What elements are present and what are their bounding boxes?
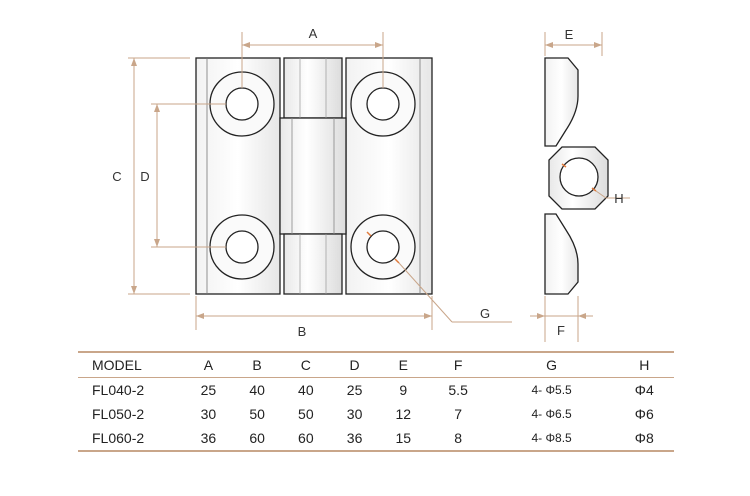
dimension-lines: [128, 32, 512, 330]
mounting-hole-top-right: [350, 71, 416, 137]
dim-label-d: D: [140, 169, 149, 184]
dim-label-b: B: [298, 324, 307, 339]
cell-model: FL060-2: [92, 430, 145, 446]
cell-c: 50: [298, 406, 314, 422]
cell-b: 40: [249, 382, 265, 398]
dimension-arrows: [131, 42, 432, 319]
knuckle-middle: [279, 117, 347, 235]
mounting-hole-top-left: [209, 71, 275, 137]
dim-label-g: G: [480, 306, 490, 321]
col-header-g: G: [546, 357, 558, 373]
knuckle-top: [283, 57, 343, 119]
cell-d: 30: [346, 406, 363, 422]
col-header-f: F: [453, 357, 463, 373]
cell-c: 40: [298, 382, 314, 398]
side-leaf-upper: [544, 57, 579, 147]
pin-h-marker: [561, 163, 597, 192]
hole-g-marker: [366, 231, 400, 264]
cell-f: 7: [454, 406, 463, 422]
side-pin: [559, 157, 599, 197]
cell-model: FL050-2: [92, 406, 145, 422]
cell-model: FL040-2: [92, 382, 145, 398]
dim-label-a: A: [309, 26, 318, 41]
table-row: FL060-2 36 60 60 36 15 8 4- Φ8.5 Φ8: [78, 426, 674, 451]
dim-label-e: E: [565, 27, 574, 42]
cell-c: 60: [298, 430, 314, 446]
cell-e: 9: [399, 382, 408, 398]
cell-d: 36: [346, 430, 363, 446]
cell-h: Φ4: [634, 382, 654, 398]
col-header-b: B: [252, 357, 262, 373]
col-header-a: A: [203, 357, 214, 373]
knuckle-bottom: [283, 233, 343, 295]
cell-h: Φ8: [634, 430, 654, 446]
hinge-technical-drawing: A B C D G E F H: [112, 26, 630, 342]
cell-a: 25: [200, 382, 217, 398]
col-header-d: D: [349, 357, 360, 373]
dim-label-c: C: [112, 169, 121, 184]
side-leaf-lower: [544, 213, 579, 295]
hinge-front-view: [195, 57, 433, 295]
cell-d: 25: [346, 382, 363, 398]
hinge-side-view: [544, 57, 609, 295]
dim-label-h: H: [614, 191, 623, 206]
cell-b: 60: [249, 430, 265, 446]
table-row: FL040-2 25 40 40 25 9 5.5 4- Φ5.5 Φ4: [78, 378, 674, 403]
table-header-row: MODEL A B C D E F G H: [78, 352, 674, 378]
cell-a: 36: [200, 430, 217, 446]
col-header-e: E: [398, 357, 408, 373]
cell-f: 8: [454, 430, 463, 446]
cell-e: 12: [395, 406, 412, 422]
col-header-model: MODEL: [92, 357, 142, 373]
dim-label-f: F: [557, 323, 565, 338]
col-header-h: H: [639, 357, 650, 373]
cell-e: 15: [395, 430, 412, 446]
cell-h: Φ6: [634, 406, 654, 422]
cell-f: 5.5: [448, 382, 468, 398]
table-row: FL050-2 30 50 50 30 12 7 4- Φ6.5 Φ6: [78, 402, 674, 426]
col-header-c: C: [300, 357, 311, 373]
spec-table: MODEL A B C D E F G H FL040-2 25 40 40 2…: [78, 351, 674, 452]
cell-b: 50: [249, 406, 265, 422]
cell-g: 4- Φ6.5: [531, 407, 572, 421]
cell-a: 30: [200, 406, 217, 422]
cell-g: 4- Φ8.5: [531, 431, 572, 445]
side-dimension-arrows: [537, 42, 602, 319]
cell-g: 4- Φ5.5: [531, 383, 572, 397]
